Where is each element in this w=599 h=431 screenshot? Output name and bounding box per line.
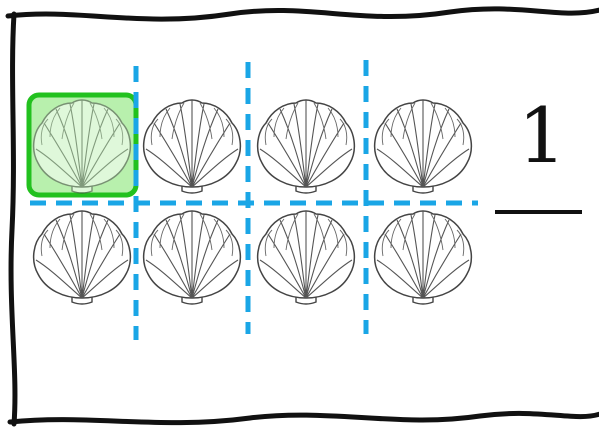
scallop-shell-icon bbox=[142, 210, 242, 305]
scallop-shell-icon bbox=[256, 210, 356, 305]
scallop-shell-icon bbox=[142, 99, 242, 194]
fraction-numerator: 1 bbox=[517, 91, 567, 180]
frame-border bbox=[5, 6, 599, 427]
scallop-shell-icon bbox=[373, 210, 473, 305]
scallop-shell-icon bbox=[32, 210, 132, 305]
fraction-denominator[interactable] bbox=[496, 226, 588, 296]
divider-lines bbox=[30, 60, 478, 340]
scallop-shell-icon bbox=[373, 99, 473, 194]
scallop-shell-icon bbox=[256, 99, 356, 194]
